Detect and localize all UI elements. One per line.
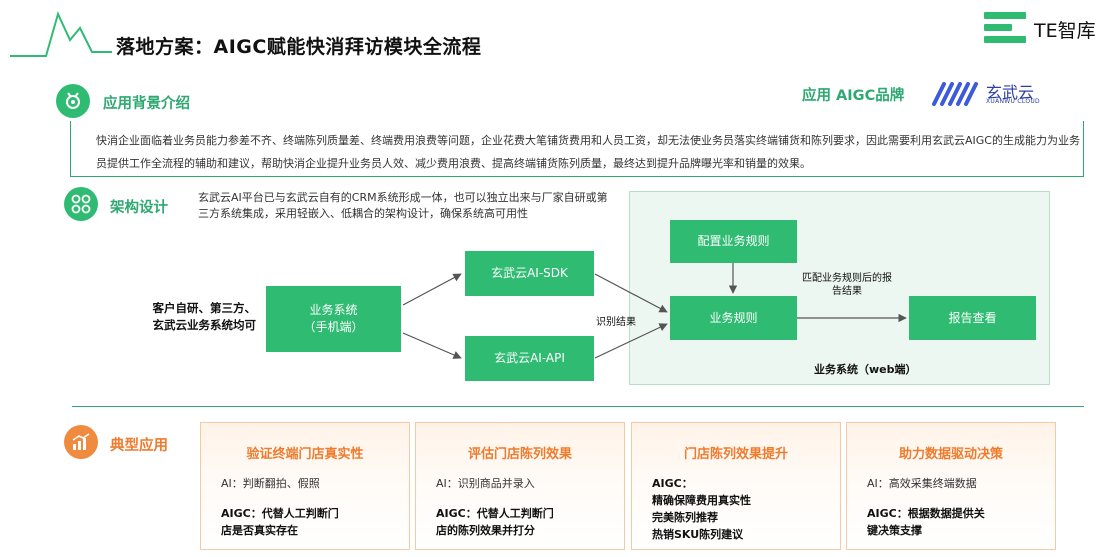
- web-system-label: 业务系统（web端）: [814, 363, 917, 376]
- architecture-description: 玄武云AI平台已与玄武云自有的CRM系统形成一体，也可以独立出来与厂家自研或第三…: [198, 191, 608, 220]
- card-title: 门店陈列效果提升: [683, 447, 788, 462]
- business-rules-box: 业务规则: [670, 296, 797, 340]
- app-card-data-decisions: 助力数据驱动决策 AI：高效采集终端数据 AIGC：根据数据提供关 键决策支撑: [846, 422, 1056, 550]
- card-aigc-text: AIGC：根据数据提供关 键决策支撑: [867, 507, 985, 537]
- partner-name: 玄武云: [986, 83, 1035, 102]
- ai-api-box: 玄武云AI-API: [465, 336, 594, 381]
- card-ai-text: AI：高效采集终端数据: [867, 477, 977, 490]
- card-aigc-text: AIGC： 精确保障费用真实性 完美陈列推荐 热销SKU陈列建议: [652, 477, 751, 541]
- card-ai-text: AI：识别商品并录入: [436, 477, 535, 490]
- card-title: 验证终端门店真实性: [246, 447, 364, 462]
- card-title: 评估门店陈列效果: [467, 447, 572, 462]
- te-brand-icon: [984, 12, 1026, 43]
- card-aigc-text: AIGC：代替人工判断门 店是否真实存在: [221, 507, 339, 537]
- brand-name: TE智库: [1034, 20, 1096, 42]
- card-aigc-text: AIGC：代替人工判断门 店的陈列效果并打分: [436, 507, 554, 537]
- badge-icon: [56, 84, 90, 118]
- section-title-architecture: 架构设计: [110, 200, 168, 216]
- xuanwu-cloud-logo-icon: [932, 82, 978, 106]
- app-card-verify-store: 验证终端门店真实性 AI：判断翻拍、假照 AIGC：代替人工判断门 店是否真实存…: [200, 422, 410, 550]
- background-frame: [70, 121, 1084, 177]
- background-description: 快消企业面临着业务员能力参差不齐、终端陈列质量差、终端费用浪费等问题，企业花费大…: [96, 134, 1080, 170]
- client-systems-label: 客户自研、第三方、 玄武云业务系统均可: [152, 301, 257, 332]
- config-rules-box: 配置业务规则: [670, 220, 797, 263]
- app-card-evaluate-display: 评估门店陈列效果 AI：识别商品并录入 AIGC：代替人工判断门 店的陈列效果并…: [415, 422, 625, 550]
- arrow-api-to-rules: [594, 323, 668, 359]
- report-view-box: 报告查看: [909, 296, 1036, 340]
- partner-subtitle: XUANWU CLOUD: [986, 98, 1040, 105]
- growth-chart-icon: [64, 425, 98, 459]
- mobile-system-box: 业务系统 （手机端）: [266, 286, 401, 352]
- heartbeat-logo-icon: [10, 11, 112, 57]
- card-ai-text: AI：判断翻拍、假照: [221, 477, 320, 490]
- app-card-improve-display: 门店陈列效果提升 AIGC： 精确保障费用真实性 完美陈列推荐 热销SKU陈列建…: [631, 422, 841, 550]
- aigc-brand-label: 应用 AIGC品牌: [802, 88, 905, 104]
- section-title-applications: 典型应用: [110, 438, 168, 454]
- section-divider: [72, 406, 1084, 407]
- card-title: 助力数据驱动决策: [898, 447, 1003, 462]
- arrow-sdk-to-rules: [594, 273, 668, 313]
- page-title: 落地方案：AIGC赋能快消拜访模块全流程: [116, 36, 482, 58]
- arrow-mobile-to-api: [402, 332, 462, 359]
- recognition-result-label: 识别结果: [596, 317, 636, 328]
- arrow-mobile-to-sdk: [402, 273, 462, 306]
- section-title-background: 应用背景介绍: [103, 96, 190, 112]
- architecture-icon: [64, 187, 98, 221]
- ai-sdk-box: 玄武云AI-SDK: [465, 251, 594, 296]
- match-report-label: 匹配业务规则后的报 告结果: [802, 273, 892, 297]
